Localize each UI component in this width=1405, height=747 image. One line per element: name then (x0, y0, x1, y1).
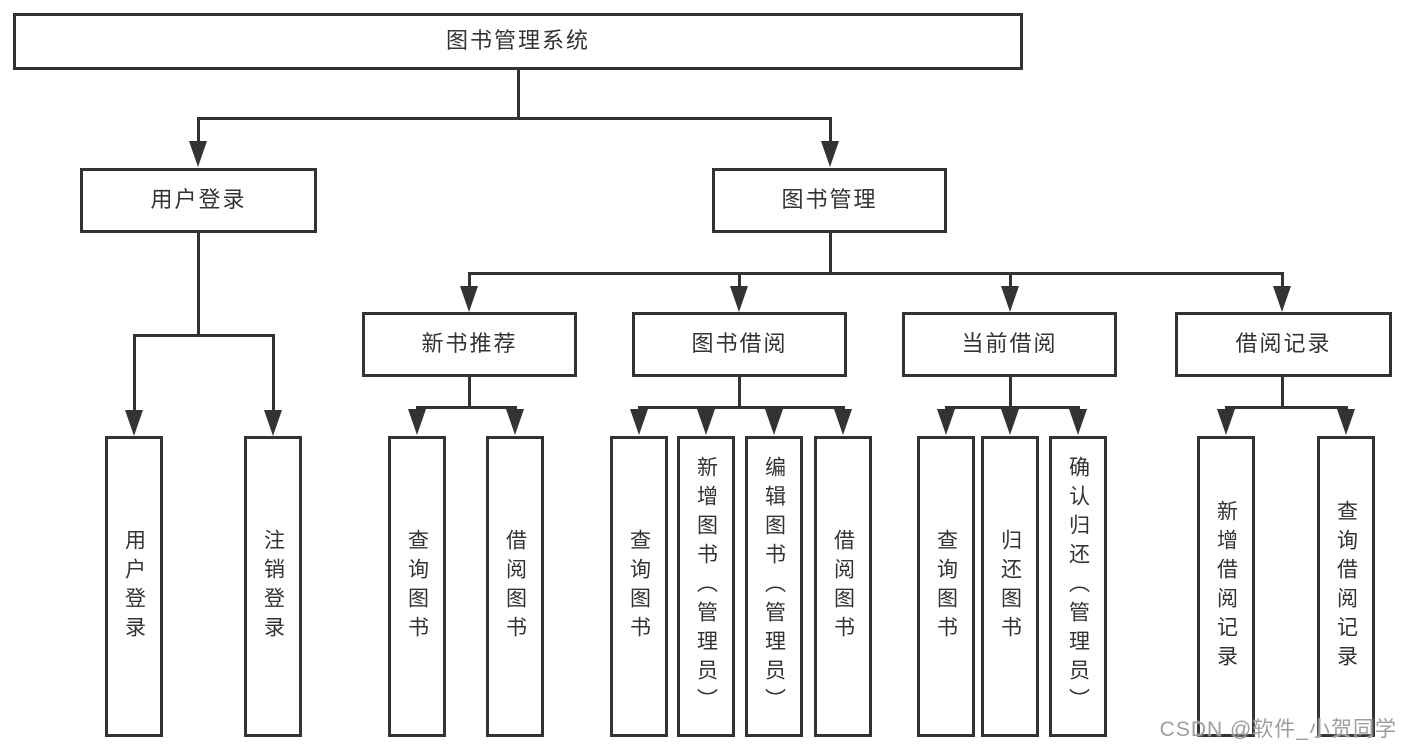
arrowhead (1217, 409, 1235, 435)
arrowhead (506, 409, 524, 435)
arrowhead (408, 409, 426, 435)
connector-line (468, 377, 471, 409)
connector-line (197, 233, 200, 337)
connector-line (416, 406, 517, 409)
arrowhead (1337, 409, 1355, 435)
node-root: 图书管理系统 (13, 13, 1023, 70)
connector-line (829, 233, 832, 275)
connector-line (197, 117, 200, 147)
arrowhead (821, 141, 839, 167)
node-bb-edit-books-admin: 编辑图书（管理员） (745, 436, 803, 737)
node-cb-confirm-return-admin: 确认归还（管理员） (1049, 436, 1107, 737)
node-nbr-borrow-books: 借阅图书 (486, 436, 544, 737)
connector-line (1009, 377, 1012, 409)
arrowhead (1001, 409, 1019, 435)
node-nbr-query-books: 查询图书 (388, 436, 446, 737)
connector-line (272, 334, 275, 414)
node-cb-query-books: 查询图书 (917, 436, 975, 737)
connector-line (133, 334, 136, 414)
connector-line (738, 377, 741, 409)
connector-line (133, 334, 274, 337)
node-bb-query-books: 查询图书 (610, 436, 668, 737)
arrowhead (1001, 286, 1019, 312)
connector-line (738, 272, 741, 290)
connector-line (1281, 377, 1284, 409)
node-cb-return-books: 归还图书 (981, 436, 1039, 737)
node-book-management: 图书管理 (712, 168, 947, 233)
connector-line (468, 272, 1283, 275)
connector-line (197, 117, 831, 120)
arrowhead (834, 409, 852, 435)
arrowhead (460, 286, 478, 312)
arrowhead (1273, 286, 1291, 312)
arrowhead (697, 409, 715, 435)
connector-line (468, 272, 471, 290)
arrowhead (125, 410, 143, 436)
arrowhead (1069, 409, 1087, 435)
node-new-book-recommend: 新书推荐 (362, 312, 577, 377)
connector-line (638, 406, 845, 409)
arrowhead (630, 409, 648, 435)
connector-line (1009, 272, 1012, 290)
node-br-add-record: 新增借阅记录 (1197, 436, 1255, 737)
node-current-borrow: 当前借阅 (902, 312, 1117, 377)
connector-line (829, 117, 832, 147)
connector-line (945, 406, 1080, 409)
connector-line (1225, 406, 1348, 409)
arrowhead (264, 410, 282, 436)
node-book-borrow: 图书借阅 (632, 312, 847, 377)
node-user-login: 用户登录 (80, 168, 317, 233)
arrowhead (730, 286, 748, 312)
connector-line (1281, 272, 1284, 290)
arrowhead (765, 409, 783, 435)
watermark: CSDN @软件_小贺同学 (1159, 718, 1397, 741)
node-borrow-records: 借阅记录 (1175, 312, 1392, 377)
node-bb-borrow-books: 借阅图书 (814, 436, 872, 737)
node-leaf-user-login: 用户登录 (105, 436, 163, 737)
node-br-query-record: 查询借阅记录 (1317, 436, 1375, 737)
node-leaf-logout: 注销登录 (244, 436, 302, 737)
arrowhead (937, 409, 955, 435)
node-bb-add-books-admin: 新增图书（管理员） (677, 436, 735, 737)
arrowhead (189, 141, 207, 167)
connector-line (517, 70, 520, 120)
